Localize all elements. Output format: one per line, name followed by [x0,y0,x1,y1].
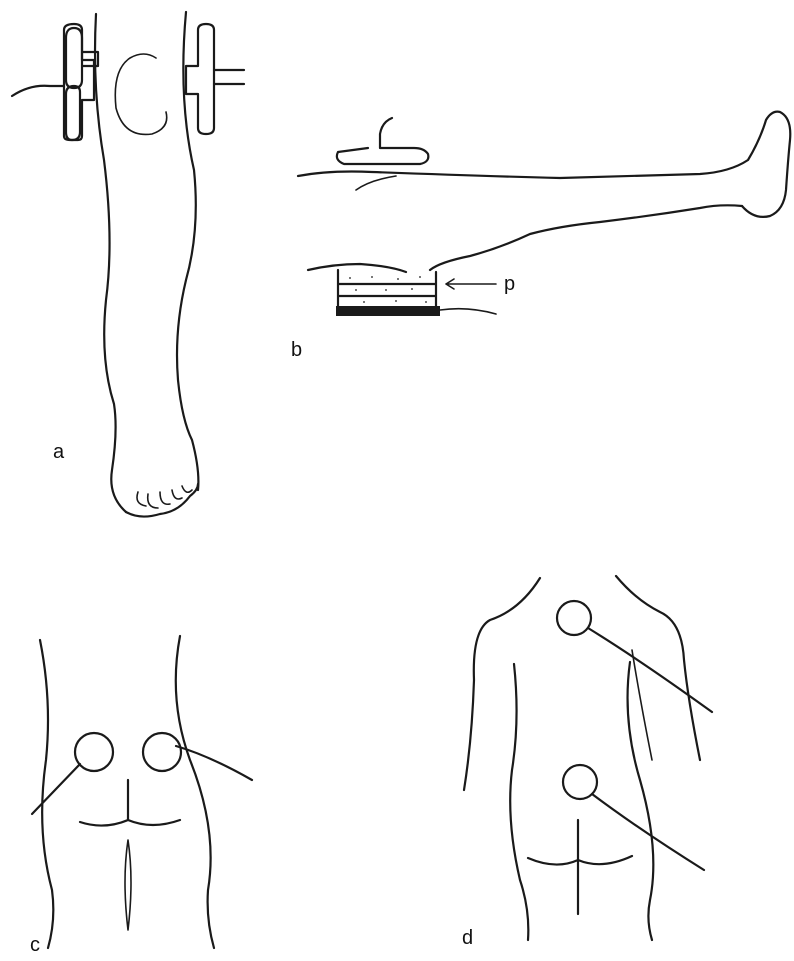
panel-d-upper-cable [588,628,712,712]
panel-b-pad-dots [349,276,427,303]
panel-d-left-shoulder [464,578,540,790]
panel-a-toes [137,486,192,508]
panel-a-right-cable [214,70,244,84]
panel-a-leg-left-outline [95,14,126,512]
panel-c-buttocks: c [30,636,252,956]
panel-b-label: b [291,339,302,361]
panel-a-right-clamp-body [186,24,214,134]
panel-c-left-electrode [75,733,113,771]
panel-d-label: d [462,927,473,949]
panel-d-upper-electrode [557,601,591,635]
panel-a-kneecap [115,54,166,134]
panel-c-label: c [30,934,40,956]
panel-a-leg-front: a [12,12,244,517]
panel-b-thigh-crease [356,176,396,190]
panel-b-pad-label: p [504,273,515,295]
panel-b-leg-side: p b [291,112,790,361]
panel-b-pad-arrow [446,279,496,289]
panel-b-top-electrode [337,118,428,164]
panel-d-left-torso [510,664,528,940]
panel-c-left-cable [32,764,80,814]
panel-c-right-outline [176,636,214,948]
panel-b-thigh-underside [308,264,406,272]
panel-b-pad-base [336,306,440,316]
panel-d-torso: d [462,576,712,949]
panel-a-left-cable [12,86,64,96]
panel-d-lower-cable [592,794,704,870]
panel-b-leg-bottom-outline [430,205,742,270]
panel-c-cleft [125,840,131,930]
panel-c-gluteal-fold [80,780,180,826]
panel-a-label: a [53,441,65,463]
panel-d-spine-fold [528,820,632,914]
panel-b-pad [338,270,436,308]
panel-b-ground-line [440,309,496,314]
panel-a-leg-right-outline [177,12,198,490]
panel-c-right-electrode [143,733,181,771]
